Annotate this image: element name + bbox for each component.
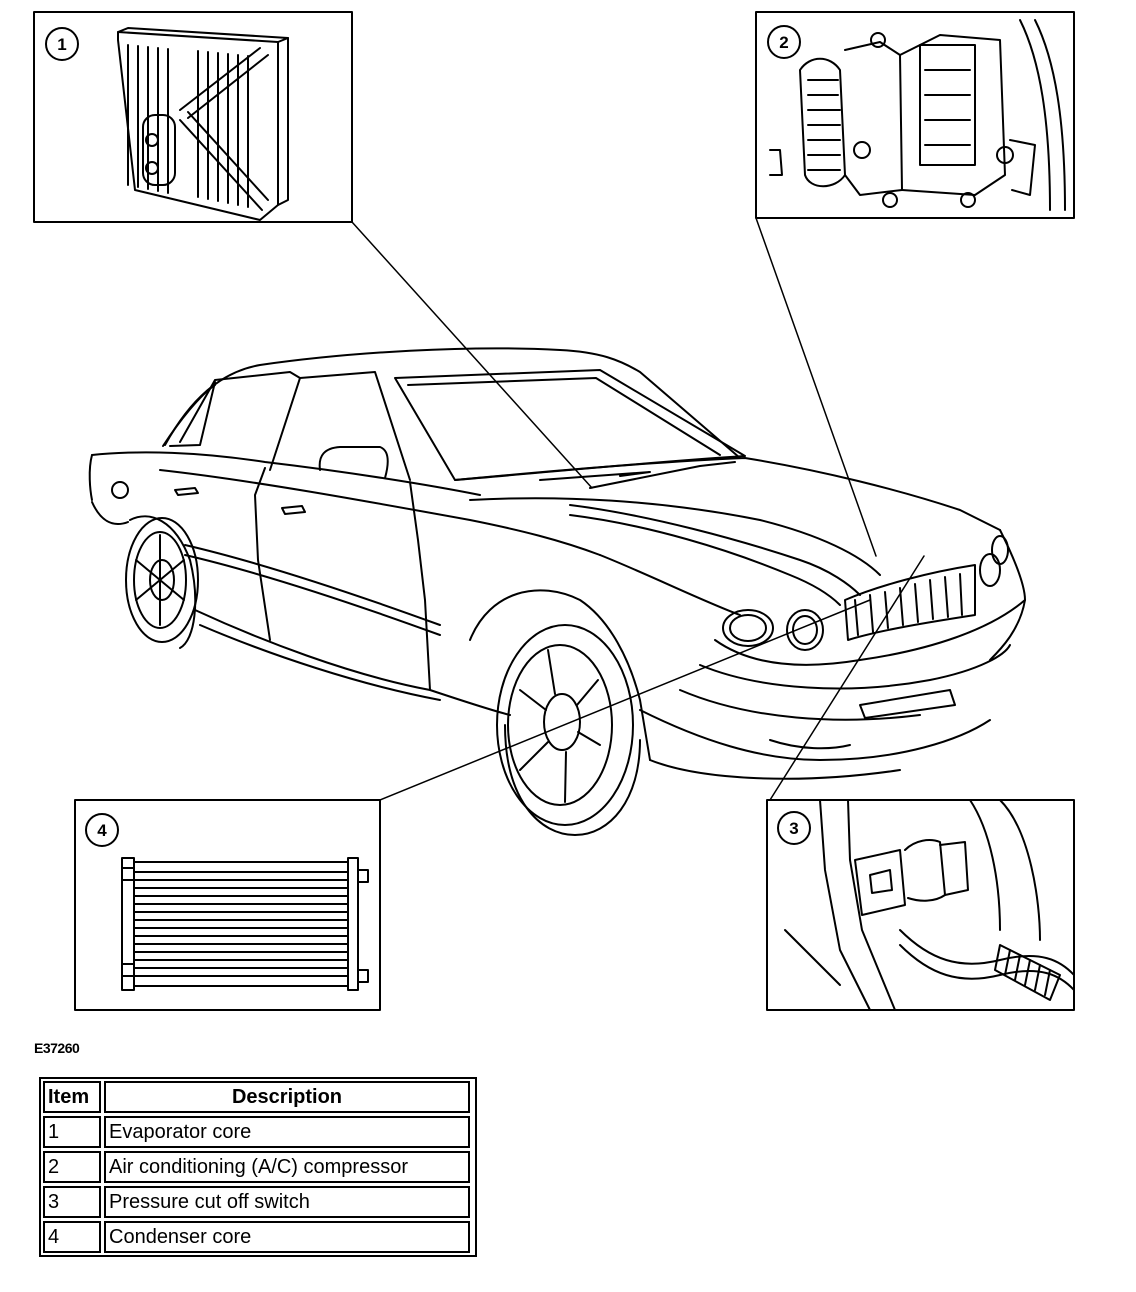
legend-row: 4 Condenser core <box>43 1221 473 1253</box>
legend-item-description: Pressure cut off switch <box>104 1186 470 1218</box>
condenser-core-illustration <box>121 857 369 991</box>
legend-row: 1 Evaporator core <box>43 1116 473 1148</box>
legend-item-number: 3 <box>43 1186 101 1218</box>
legend-item-description: Condenser core <box>104 1221 470 1253</box>
leader-lines <box>351 217 925 801</box>
legend-item-number: 4 <box>43 1221 101 1253</box>
evaporator-core-illustration <box>117 27 289 221</box>
callout-box-1: 1 <box>33 11 353 223</box>
car-illustration <box>88 347 1026 836</box>
legend-row: 3 Pressure cut off switch <box>43 1186 473 1218</box>
callout-number-1: 1 <box>57 35 66 54</box>
legend-item-description: Air conditioning (A/C) compressor <box>104 1151 470 1183</box>
legend-header-row: Item Description <box>43 1081 473 1113</box>
callout-box-4: 4 <box>74 799 381 1011</box>
legend-header-item: Item <box>43 1081 101 1113</box>
pressure-switch-illustration <box>784 799 1075 1011</box>
callout-number-4: 4 <box>97 821 107 840</box>
legend-header-description: Description <box>104 1081 470 1113</box>
callout-number-3: 3 <box>789 819 798 838</box>
figure-id: E37260 <box>34 1040 80 1056</box>
legend-item-description: Evaporator core <box>104 1116 470 1148</box>
legend-table: Item Description 1 Evaporator core 2 Air… <box>39 1077 477 1257</box>
component-location-diagram: 1 2 <box>33 11 1075 1011</box>
callout-number-2: 2 <box>779 33 788 52</box>
ac-compressor-illustration <box>769 19 1066 211</box>
legend-item-number: 2 <box>43 1151 101 1183</box>
callout-box-2: 2 <box>755 11 1075 219</box>
legend-item-number: 1 <box>43 1116 101 1148</box>
callout-box-3: 3 <box>766 799 1075 1011</box>
legend-row: 2 Air conditioning (A/C) compressor <box>43 1151 473 1183</box>
